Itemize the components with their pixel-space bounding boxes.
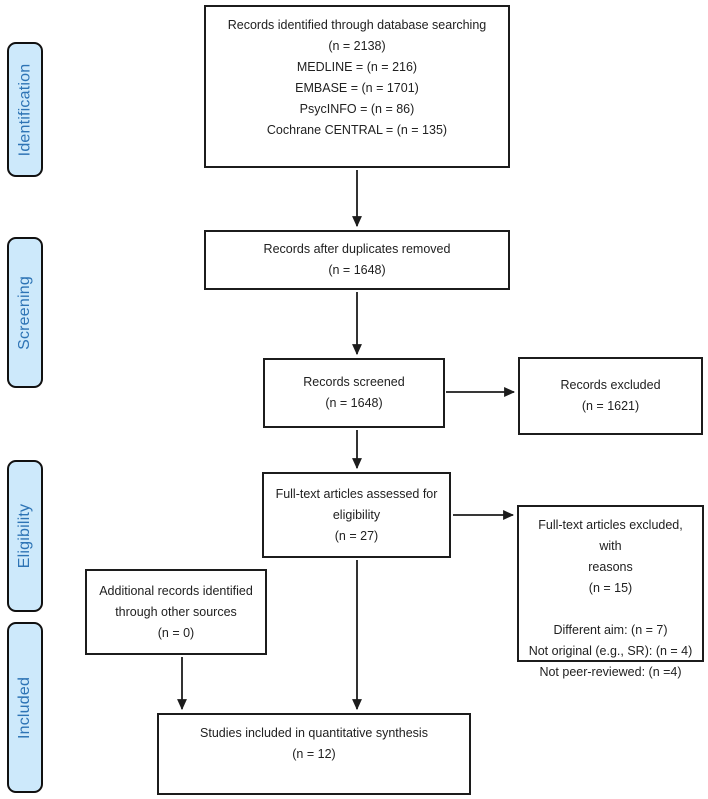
stage-label-included: Included — [7, 622, 43, 793]
stage-label-text: Included — [16, 676, 33, 739]
box-studies-included: Studies included in quantitative synthes… — [157, 713, 471, 795]
box-fulltext-excluded: Full-text articles excluded, with reason… — [517, 505, 704, 679]
box-records-identified: Records identified through database sear… — [204, 5, 510, 168]
stage-label-eligibility: Eligibility — [7, 460, 43, 612]
box-records-excluded: Records excluded (n = 1621) — [518, 357, 703, 435]
stage-label-identification: Identification — [7, 42, 43, 177]
stage-label-text: Identification — [16, 63, 34, 156]
stage-label-screening: Screening — [7, 237, 43, 388]
box-duplicates-removed: Records after duplicates removed (n = 16… — [204, 230, 510, 290]
stage-label-text: Screening — [16, 275, 34, 350]
box-fulltext-assessed: Full-text articles assessed for eligibil… — [262, 472, 451, 558]
box-additional-records: Additional records identified through ot… — [85, 569, 267, 655]
stage-label-text: Eligibility — [16, 503, 34, 569]
box-records-screened: Records screened (n = 1648) — [263, 358, 445, 428]
